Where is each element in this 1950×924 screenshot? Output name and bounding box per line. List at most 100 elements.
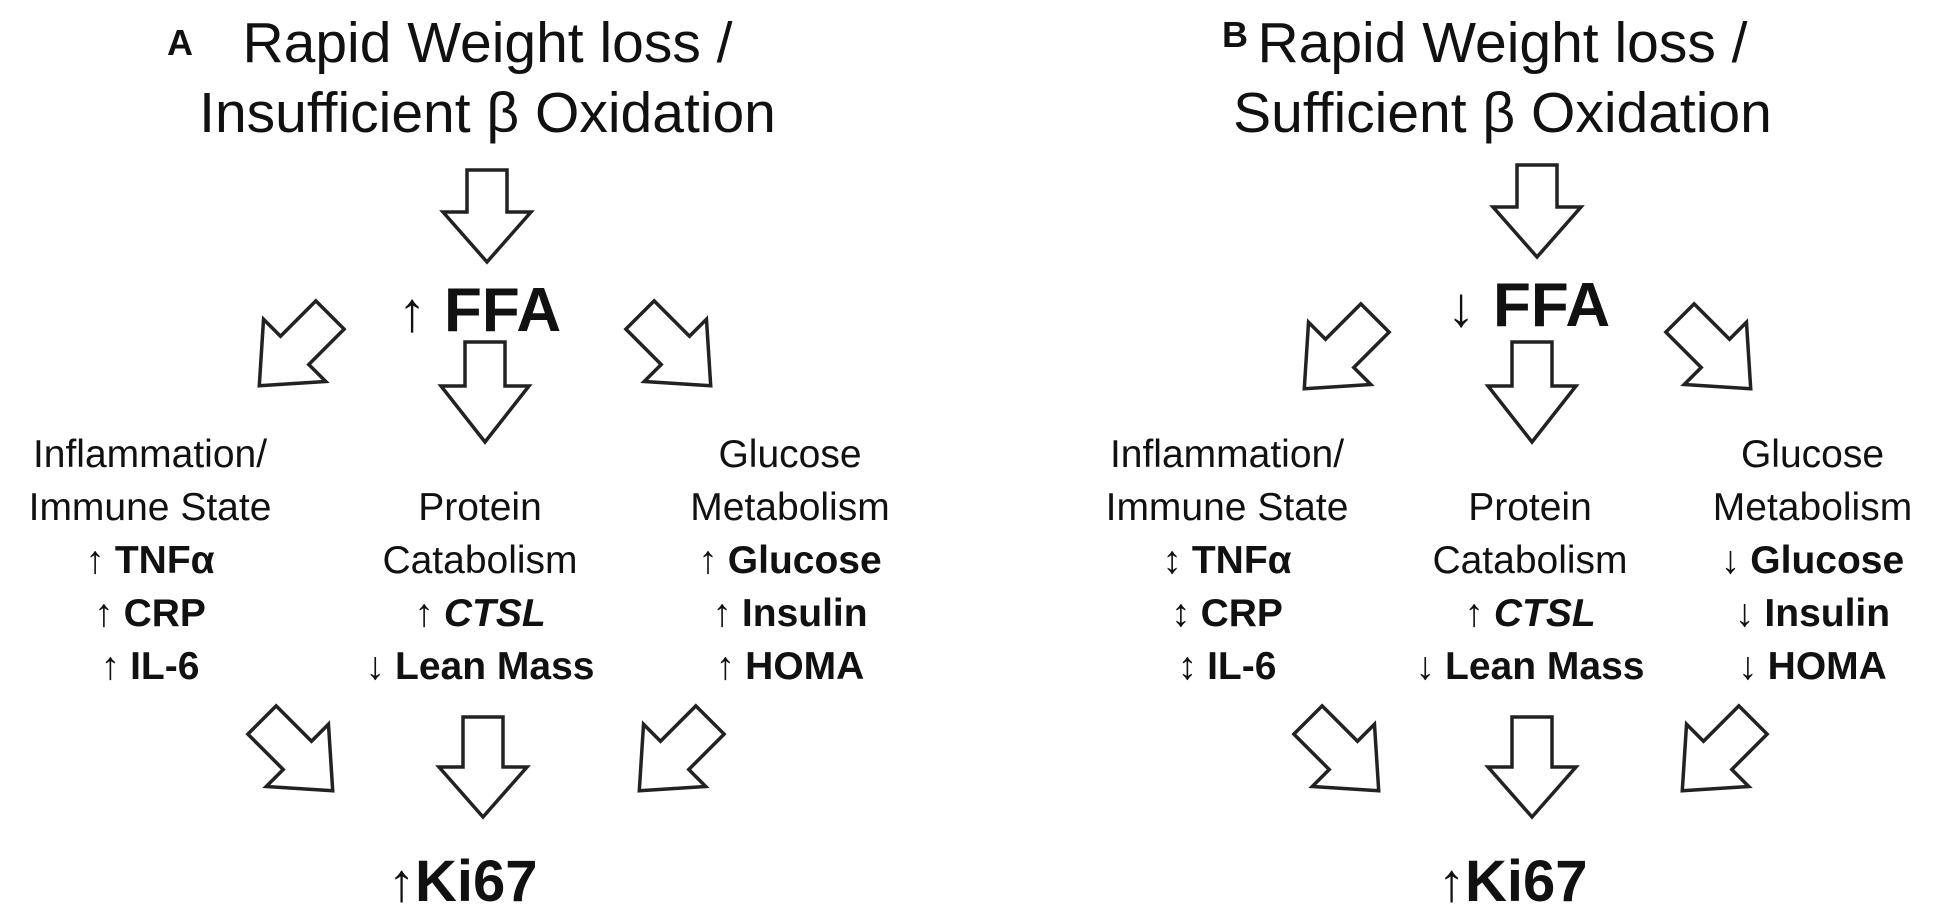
marker-label: Lean Mass bbox=[1445, 645, 1645, 688]
protein-heading-2: Catabolism bbox=[382, 539, 578, 582]
ki67-label: ↑Ki67 bbox=[388, 848, 538, 915]
flow-arrow-glucose-to-ki67 bbox=[1680, 703, 1770, 793]
inflammation-item-tnf: ↕TNFα bbox=[1077, 534, 1377, 587]
title-line-2: Sufficient β Oxidation bbox=[1233, 81, 1772, 145]
change-arrow: ↕ bbox=[1162, 539, 1182, 582]
inflammation-item-crp: ↕CRP bbox=[1077, 587, 1377, 640]
flow-arrow-title-to-ffa bbox=[1489, 163, 1585, 260]
title-line-2: Insufficient β Oxidation bbox=[199, 81, 776, 145]
glucose-item-glucose: ↑Glucose bbox=[640, 534, 940, 587]
inflammation-block: Inflammation/ Immune State ↕TNFα ↕CRP ↕I… bbox=[1077, 428, 1377, 693]
panel-b: B Rapid Weight loss / Sufficient β Oxida… bbox=[975, 0, 1950, 924]
protein-heading-1: Protein bbox=[1468, 486, 1592, 529]
glucose-heading-1: Glucose bbox=[718, 433, 862, 476]
marker-label: Glucose bbox=[727, 539, 882, 582]
ki67-direction-arrow: ↑ bbox=[1438, 853, 1465, 913]
change-arrow: ↑ bbox=[698, 539, 718, 582]
ki67-direction-arrow: ↑ bbox=[388, 853, 415, 913]
inflammation-heading-1: Inflammation/ bbox=[32, 433, 268, 476]
inflammation-item-tnf: ↑TNFα bbox=[0, 534, 300, 587]
ffa-text: FFA bbox=[1493, 271, 1611, 340]
panel-title: Rapid Weight loss / Sufficient β Oxidati… bbox=[1055, 8, 1950, 148]
change-arrow: ↕ bbox=[1171, 592, 1191, 635]
marker-label: TNFα bbox=[114, 539, 215, 582]
marker-label: Insulin bbox=[1764, 592, 1891, 635]
glucose-item-insulin: ↑Insulin bbox=[640, 587, 940, 640]
marker-label: CRP bbox=[123, 592, 206, 635]
change-arrow: ↑ bbox=[712, 592, 732, 635]
protein-item-lean-mass: ↓Lean Mass bbox=[1380, 640, 1680, 693]
ffa-label: ↑ FFA bbox=[398, 275, 561, 346]
change-arrow: ↑ bbox=[1464, 592, 1484, 635]
glucose-block: Glucose Metabolism ↓Glucose ↓Insulin ↓HO… bbox=[1675, 428, 1950, 693]
protein-block: Protein Catabolism ↑CTSL ↓Lean Mass bbox=[1380, 481, 1680, 693]
ki67-text: Ki67 bbox=[415, 849, 538, 914]
flow-arrow-ffa-to-glucose bbox=[623, 298, 713, 388]
ffa-label: ↓ FFA bbox=[1447, 270, 1610, 341]
marker-label: CTSL bbox=[1493, 592, 1596, 635]
title-line-1: Rapid Weight loss / bbox=[1257, 11, 1748, 75]
flow-arrow-ffa-to-glucose bbox=[1663, 301, 1753, 391]
panel-letter: A bbox=[167, 22, 193, 63]
change-arrow: ↓ bbox=[1734, 592, 1755, 635]
glucose-block: Glucose Metabolism ↑Glucose ↑Insulin ↑HO… bbox=[640, 428, 940, 693]
flow-arrows bbox=[245, 168, 727, 820]
ki67-text: Ki67 bbox=[1465, 849, 1588, 914]
change-arrow: ↓ bbox=[1738, 645, 1758, 688]
marker-label: HOMA bbox=[745, 645, 865, 688]
inflammation-item-il6: ↕IL-6 bbox=[1077, 640, 1377, 693]
inflammation-item-crp: ↑CRP bbox=[0, 587, 300, 640]
marker-label: CRP bbox=[1200, 592, 1283, 635]
flow-arrow-protein-to-ki67 bbox=[435, 715, 531, 820]
change-arrow: ↑ bbox=[100, 645, 121, 688]
title-line-1: Rapid Weight loss / bbox=[242, 11, 733, 75]
ffa-direction-arrow: ↓ bbox=[1447, 275, 1475, 338]
flow-arrow-ffa-to-protein bbox=[1484, 340, 1580, 445]
flow-arrow-glucose-to-ki67 bbox=[637, 703, 727, 793]
panel-title: Rapid Weight loss / Insufficient β Oxida… bbox=[0, 8, 975, 148]
change-arrow: ↕ bbox=[1177, 645, 1198, 688]
panel-a: A Rapid Weight loss / Insufficient β Oxi… bbox=[0, 8, 975, 915]
inflammation-heading-2: Immune State bbox=[28, 486, 272, 529]
glucose-item-homa: ↑HOMA bbox=[640, 640, 940, 693]
marker-label: Glucose bbox=[1750, 539, 1905, 582]
marker-label: TNFα bbox=[1191, 539, 1292, 582]
change-arrow: ↓ bbox=[1415, 645, 1436, 688]
change-arrow: ↑ bbox=[94, 592, 114, 635]
flow-arrow-inflammation-to-ki67 bbox=[1291, 703, 1381, 793]
ffa-direction-arrow: ↑ bbox=[398, 280, 426, 343]
protein-heading-1: Protein bbox=[418, 486, 542, 529]
panel-letter: B bbox=[1222, 14, 1248, 55]
change-arrow: ↑ bbox=[414, 592, 434, 635]
flow-arrow-inflammation-to-ki67 bbox=[245, 703, 335, 793]
marker-label: IL-6 bbox=[130, 645, 200, 688]
inflammation-heading-2: Immune State bbox=[1105, 486, 1349, 529]
marker-label: Insulin bbox=[741, 592, 868, 635]
marker-label: IL-6 bbox=[1207, 645, 1277, 688]
change-arrow: ↓ bbox=[365, 645, 386, 688]
inflammation-item-il6: ↑IL-6 bbox=[0, 640, 300, 693]
change-arrow: ↑ bbox=[715, 645, 736, 688]
ffa-text: FFA bbox=[444, 276, 562, 345]
flow-arrows bbox=[1291, 163, 1770, 820]
glucose-heading-2: Metabolism bbox=[690, 486, 890, 529]
glucose-item-insulin: ↓Insulin bbox=[1675, 587, 1950, 640]
glucose-item-homa: ↓HOMA bbox=[1675, 640, 1950, 693]
flow-arrow-ffa-to-inflammation bbox=[1302, 301, 1392, 391]
flow-arrow-protein-to-ki67 bbox=[1484, 715, 1580, 820]
protein-item-lean-mass: ↓Lean Mass bbox=[330, 640, 630, 693]
ki67-label: ↑Ki67 bbox=[1438, 848, 1588, 915]
glucose-heading-2: Metabolism bbox=[1712, 486, 1913, 529]
glucose-item-glucose: ↓Glucose bbox=[1675, 534, 1950, 587]
protein-block: Protein Catabolism ↑CTSL ↓Lean Mass bbox=[330, 481, 630, 693]
inflammation-block: Inflammation/ Immune State ↑TNFα ↑CRP ↑I… bbox=[0, 428, 300, 693]
change-arrow: ↓ bbox=[1720, 539, 1741, 582]
inflammation-heading-1: Inflammation/ bbox=[1109, 433, 1345, 476]
protein-item-ctsl: ↑CTSL bbox=[330, 587, 630, 640]
marker-label: CTSL bbox=[443, 592, 546, 635]
glucose-heading-1: Glucose bbox=[1740, 433, 1885, 476]
marker-label: Lean Mass bbox=[395, 645, 595, 688]
protein-item-ctsl: ↑CTSL bbox=[1380, 587, 1680, 640]
change-arrow: ↑ bbox=[85, 539, 105, 582]
flow-arrow-ffa-to-protein bbox=[437, 340, 533, 445]
